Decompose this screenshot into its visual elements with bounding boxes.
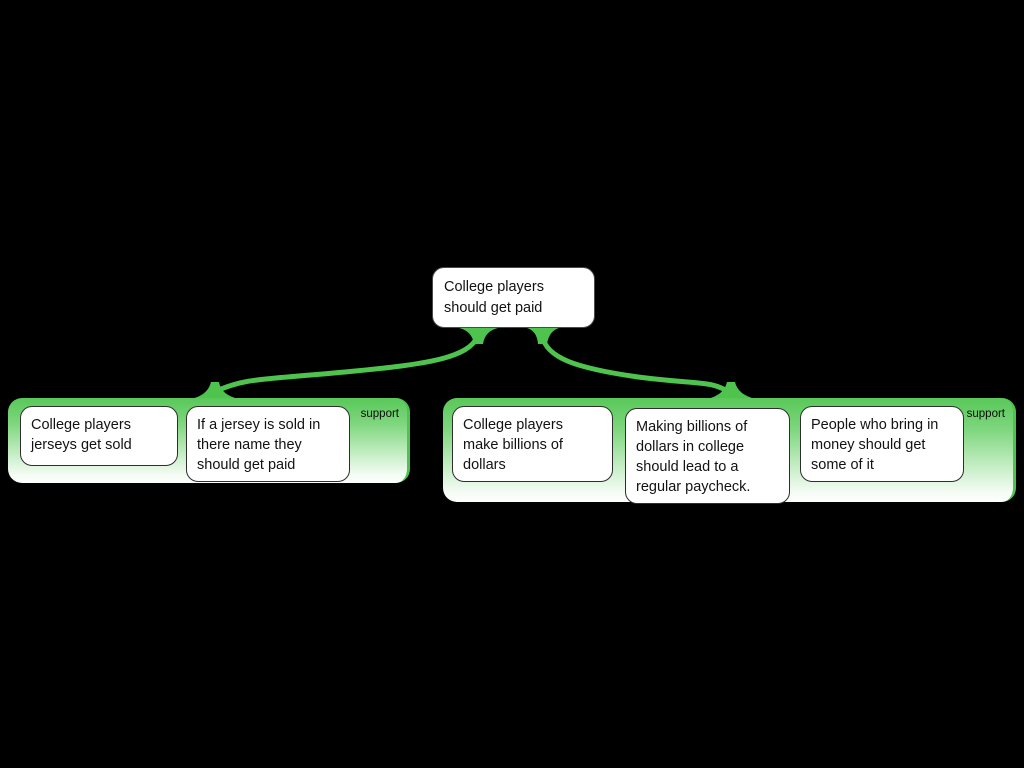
support-group-right[interactable]: support College players make billions of…	[443, 398, 1016, 504]
premise-node-text: College players jerseys get sold	[31, 417, 132, 453]
support-label-left: support	[360, 408, 399, 420]
premise-node-bring-in-money[interactable]: People who bring in money should get som…	[800, 406, 964, 482]
claim-node-root[interactable]: College players should get paid	[432, 267, 595, 328]
support-group-left[interactable]: support College players jerseys get sold…	[8, 398, 410, 483]
premise-node-text: Making billions of dollars in college sh…	[636, 419, 751, 495]
connector-right-edge	[527, 328, 756, 399]
premise-node-text: College players make billions of dollars	[463, 417, 563, 473]
premise-node-jersey-name-paid[interactable]: If a jersey is sold in there name they s…	[186, 406, 350, 482]
premise-node-regular-paycheck[interactable]: Making billions of dollars in college sh…	[625, 408, 790, 504]
support-label-right: support	[966, 408, 1005, 420]
claim-node-root-text: College players should get paid	[444, 279, 544, 316]
premise-node-text: People who bring in money should get som…	[811, 417, 939, 473]
connector-left-edge	[191, 328, 498, 399]
premise-node-jerseys-sold[interactable]: College players jerseys get sold	[20, 406, 178, 466]
premise-node-text: If a jersey is sold in there name they s…	[197, 417, 321, 473]
premise-node-make-billions[interactable]: College players make billions of dollars	[452, 406, 613, 482]
